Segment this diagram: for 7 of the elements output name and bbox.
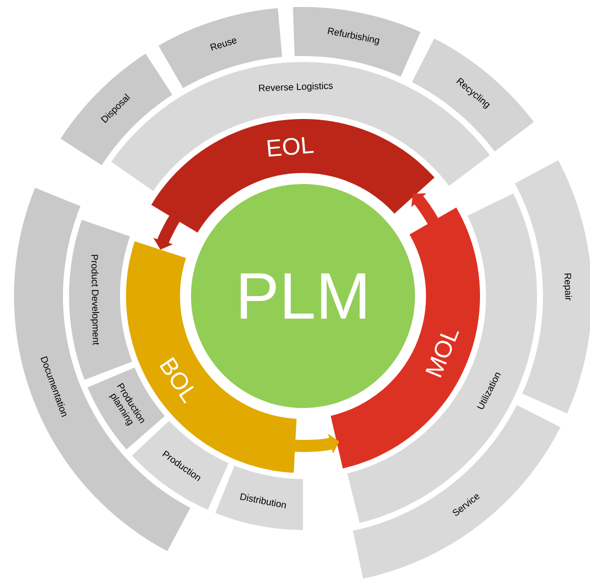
cycle-arrow	[411, 193, 440, 226]
ring-segment: Product Development	[69, 220, 132, 380]
ring-segment: Repair	[514, 160, 590, 414]
phase-band: EOL	[151, 119, 435, 233]
ring-segment: Distribution	[215, 466, 303, 530]
node-label: Repair	[562, 273, 572, 300]
node-label: Product Development	[90, 254, 100, 346]
